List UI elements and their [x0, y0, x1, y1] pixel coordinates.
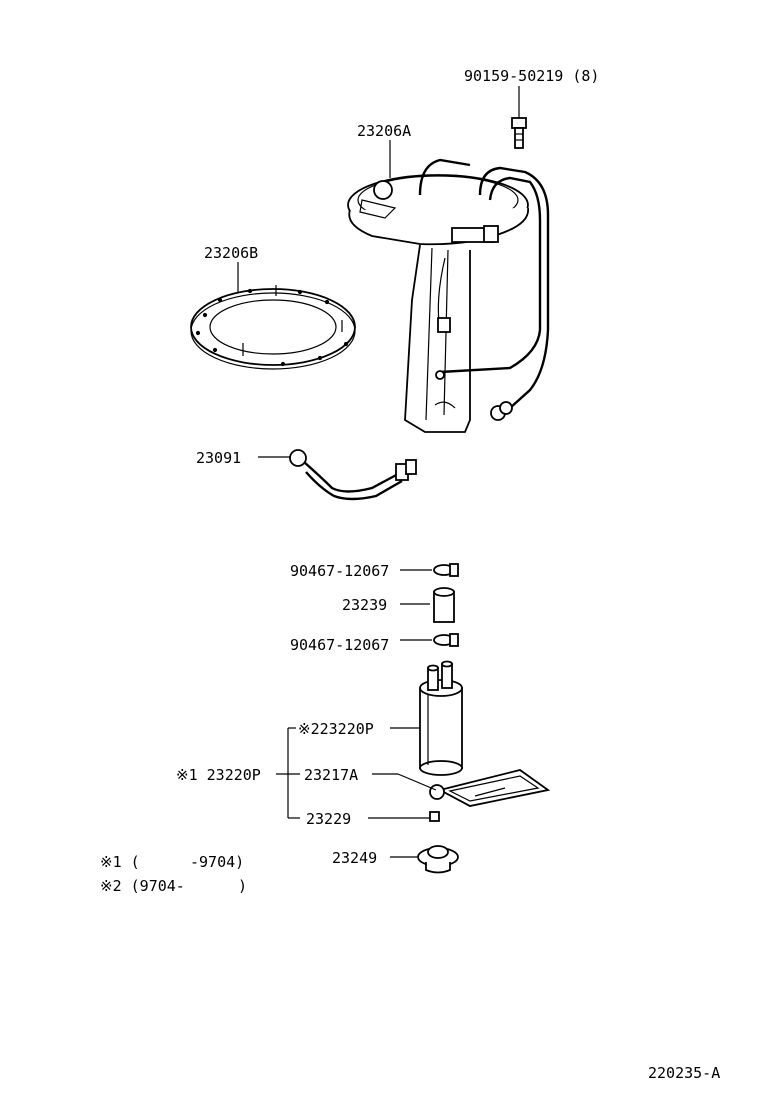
- label-short-hose: 23239: [342, 596, 387, 614]
- assembly-bracket: [276, 727, 437, 819]
- label-clamp-upper: 90467-12067: [290, 562, 389, 580]
- label-cushion: 23249: [332, 849, 377, 867]
- hose-assembly-part: [258, 449, 417, 501]
- label-spacer: 23229: [306, 810, 351, 828]
- label-gasket: 23206B: [204, 244, 258, 262]
- filter-part: [429, 769, 551, 807]
- spacer-part: [429, 811, 440, 822]
- label-sender-gauge: 23206A: [357, 122, 411, 140]
- note-1-range: -9704): [190, 853, 244, 871]
- fuel-pump-part: [419, 660, 463, 776]
- sender-gauge-part: [347, 140, 550, 433]
- label-bolt: 90159-50219 (8): [464, 67, 599, 85]
- clamp-lower-part: [400, 633, 459, 647]
- cushion-part: [390, 845, 459, 874]
- bolt-part: [511, 86, 527, 149]
- label-filter: 23217A: [304, 766, 358, 784]
- label-pump-variant2: ※223220P: [298, 720, 374, 738]
- note-2-mark: ※2 (9704-: [100, 877, 185, 895]
- gasket-part: [190, 262, 356, 370]
- label-clamp-lower: 90467-12067: [290, 636, 389, 654]
- figure-id: 220235-A: [648, 1064, 720, 1082]
- clamp-upper-part: [400, 563, 459, 577]
- label-hose-assembly: 23091: [196, 449, 241, 467]
- note-2-close: ): [238, 877, 247, 895]
- short-hose-part: [400, 587, 455, 623]
- label-pump-variant1: ※1 23220P: [176, 766, 261, 784]
- note-1-mark: ※1 (: [100, 853, 140, 871]
